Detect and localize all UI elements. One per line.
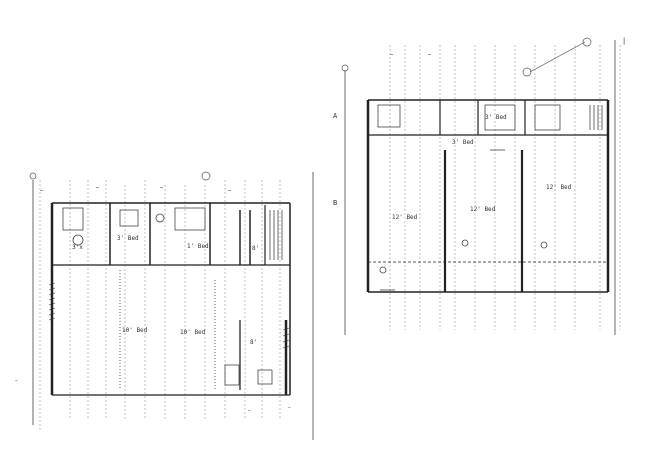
right-grid-bubble <box>522 67 532 77</box>
right-room-label-5: 12' Bed <box>546 184 572 191</box>
left-room-label-7: 8' <box>250 339 258 346</box>
right-room-label-4: 12' Bed <box>470 206 496 213</box>
left-header-text-2: … <box>96 184 100 190</box>
left-room-label-3: 1' Bed <box>187 243 209 250</box>
right-grid-bubble-2 <box>582 37 592 47</box>
left-room-label-4: 8' <box>252 245 260 252</box>
right-floor-plan <box>341 37 621 335</box>
right-grid-bubble-3 <box>341 64 349 72</box>
left-grid-lines <box>39 180 281 430</box>
right-room-label-1: 3' Bed <box>452 139 474 146</box>
left-floor-plan <box>29 171 314 440</box>
left-grid-bubble <box>201 171 211 181</box>
left-grid-bubble-2 <box>29 172 37 180</box>
right-header-text-2: … <box>428 51 432 57</box>
right-grid-lines <box>389 45 621 330</box>
left-room-label-6: 10' Bed <box>180 329 206 336</box>
left-room-label-5: 10' Bed <box>122 327 148 334</box>
left-bottom-note-2: … <box>248 407 251 412</box>
right-side-mark-a: A <box>333 112 338 120</box>
page-mark: | <box>622 37 627 45</box>
left-room-label-2: 3' Bed <box>117 235 139 242</box>
left-fixtures <box>62 207 283 390</box>
left-header-text-4: … <box>228 187 232 193</box>
left-header-text-1: … <box>40 187 44 193</box>
right-header-text-1: … <box>390 51 394 57</box>
right-room-label-2: 3' Bed <box>485 114 507 121</box>
left-bottom-note-3: … <box>288 404 291 409</box>
left-header-text-3: … <box>160 184 164 190</box>
right-side-mark-b: B <box>333 199 338 207</box>
right-walls <box>366 99 610 293</box>
left-room-label-1: 3'x <box>72 244 83 251</box>
left-bottom-note-1: … <box>15 377 18 382</box>
right-fixtures <box>377 104 603 291</box>
right-room-label-3: 12' Bed <box>392 214 418 221</box>
left-hatched-walls <box>48 282 290 349</box>
